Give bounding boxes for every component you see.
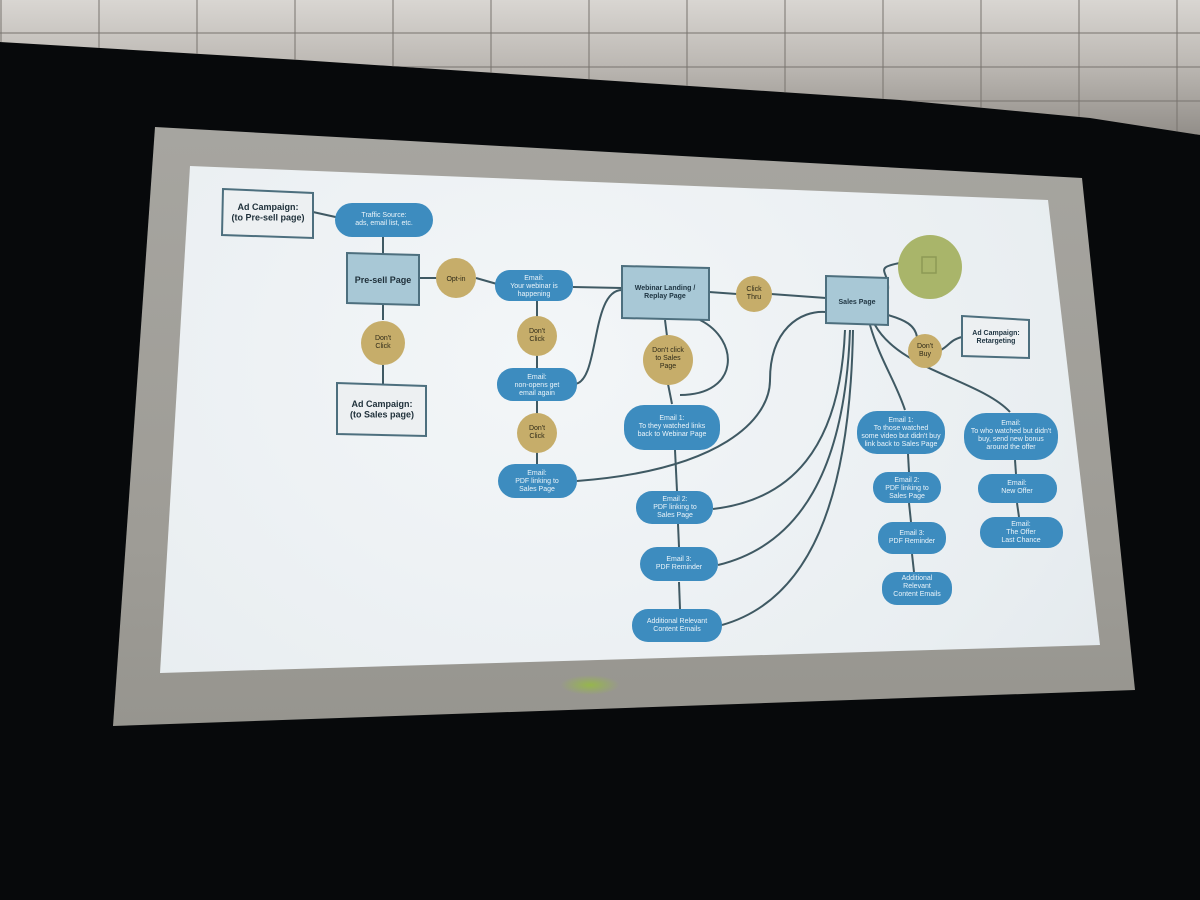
email-w2-pill: Email:New Offer	[978, 474, 1057, 503]
stage-light-glow	[560, 675, 620, 695]
email-3-pill: Email 3:PDF Reminder	[640, 547, 718, 581]
buy-outcome-circle	[898, 235, 962, 299]
cart-icon	[921, 256, 937, 274]
ad-campaign-retarget-label: Ad Campaign:Retargeting	[972, 330, 1019, 345]
traffic-source-label: Traffic Source:ads, email list, etc.	[355, 212, 413, 227]
email-3-label: Email 3:PDF Reminder	[656, 556, 703, 571]
sales-page-box: Sales Page	[825, 274, 889, 327]
webinar-landing-label: Webinar Landing /Replay Page	[635, 285, 696, 300]
email-r3-pill: Email 3:PDF Reminder	[878, 522, 946, 554]
opt-in-label: Opt-in	[446, 276, 465, 283]
email-r3-label: Email 3:PDF Reminder	[889, 530, 936, 545]
pre-sell-page-label: Pre-sell Page	[355, 275, 412, 285]
ad-campaign-sales-box: Ad Campaign:(to Sales page)	[336, 381, 427, 438]
ad-campaign-retarget-box: Ad Campaign:Retargeting	[961, 314, 1030, 360]
ad-campaign-sales-label: Ad Campaign:(to Sales page)	[350, 399, 414, 419]
connectors	[312, 211, 1020, 626]
email-w2-label: Email:New Offer	[1001, 480, 1033, 495]
traffic-source-pill: Traffic Source:ads, email list, etc.	[335, 203, 433, 237]
webinar-landing-box: Webinar Landing /Replay Page	[621, 264, 710, 322]
ad-campaign-preSell-label: Ad Campaign:(to Pre-sell page)	[231, 202, 304, 222]
opt-in-circle: Opt-in	[436, 258, 476, 298]
ad-campaign-preSell-box: Ad Campaign:(to Pre-sell page)	[220, 187, 314, 240]
sales-page-label: Sales Page	[839, 299, 876, 306]
pre-sell-page-box: Pre-sell Page	[346, 251, 420, 307]
